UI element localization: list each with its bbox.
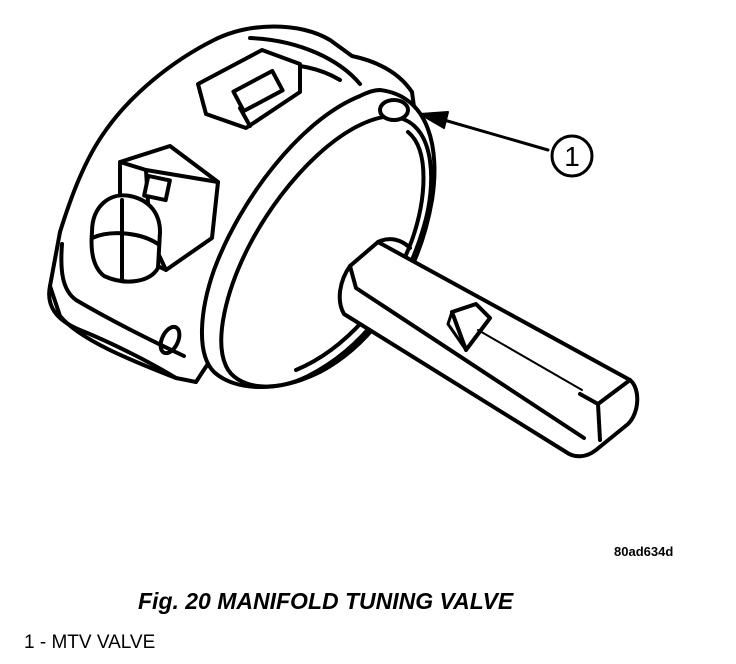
image-code: 80ad634d bbox=[614, 544, 674, 559]
shaft-end bbox=[578, 378, 632, 442]
figure-caption: Fig. 20 MANIFOLD TUNING VALVE bbox=[138, 588, 514, 614]
valve-disc-face bbox=[219, 114, 434, 389]
valve-shaft bbox=[337, 240, 640, 459]
actuator-knob bbox=[89, 193, 162, 284]
housing-top-rim bbox=[248, 36, 362, 86]
shaft-flat-notch bbox=[450, 302, 492, 352]
callout-arrowhead bbox=[419, 111, 449, 129]
flange-bolt-hole bbox=[158, 324, 182, 356]
flange-edge bbox=[48, 284, 178, 380]
figure-legend: 1 - MTV VALVE bbox=[24, 632, 156, 653]
disc-rim-top bbox=[378, 98, 410, 122]
callout-circle bbox=[550, 134, 594, 178]
connector-slot bbox=[231, 68, 285, 114]
callout-leader-line bbox=[442, 118, 550, 152]
flange-face bbox=[59, 242, 186, 358]
manifold-tuning-valve-illustration: 1 bbox=[47, 24, 640, 459]
callout-number: 1 bbox=[564, 141, 580, 172]
